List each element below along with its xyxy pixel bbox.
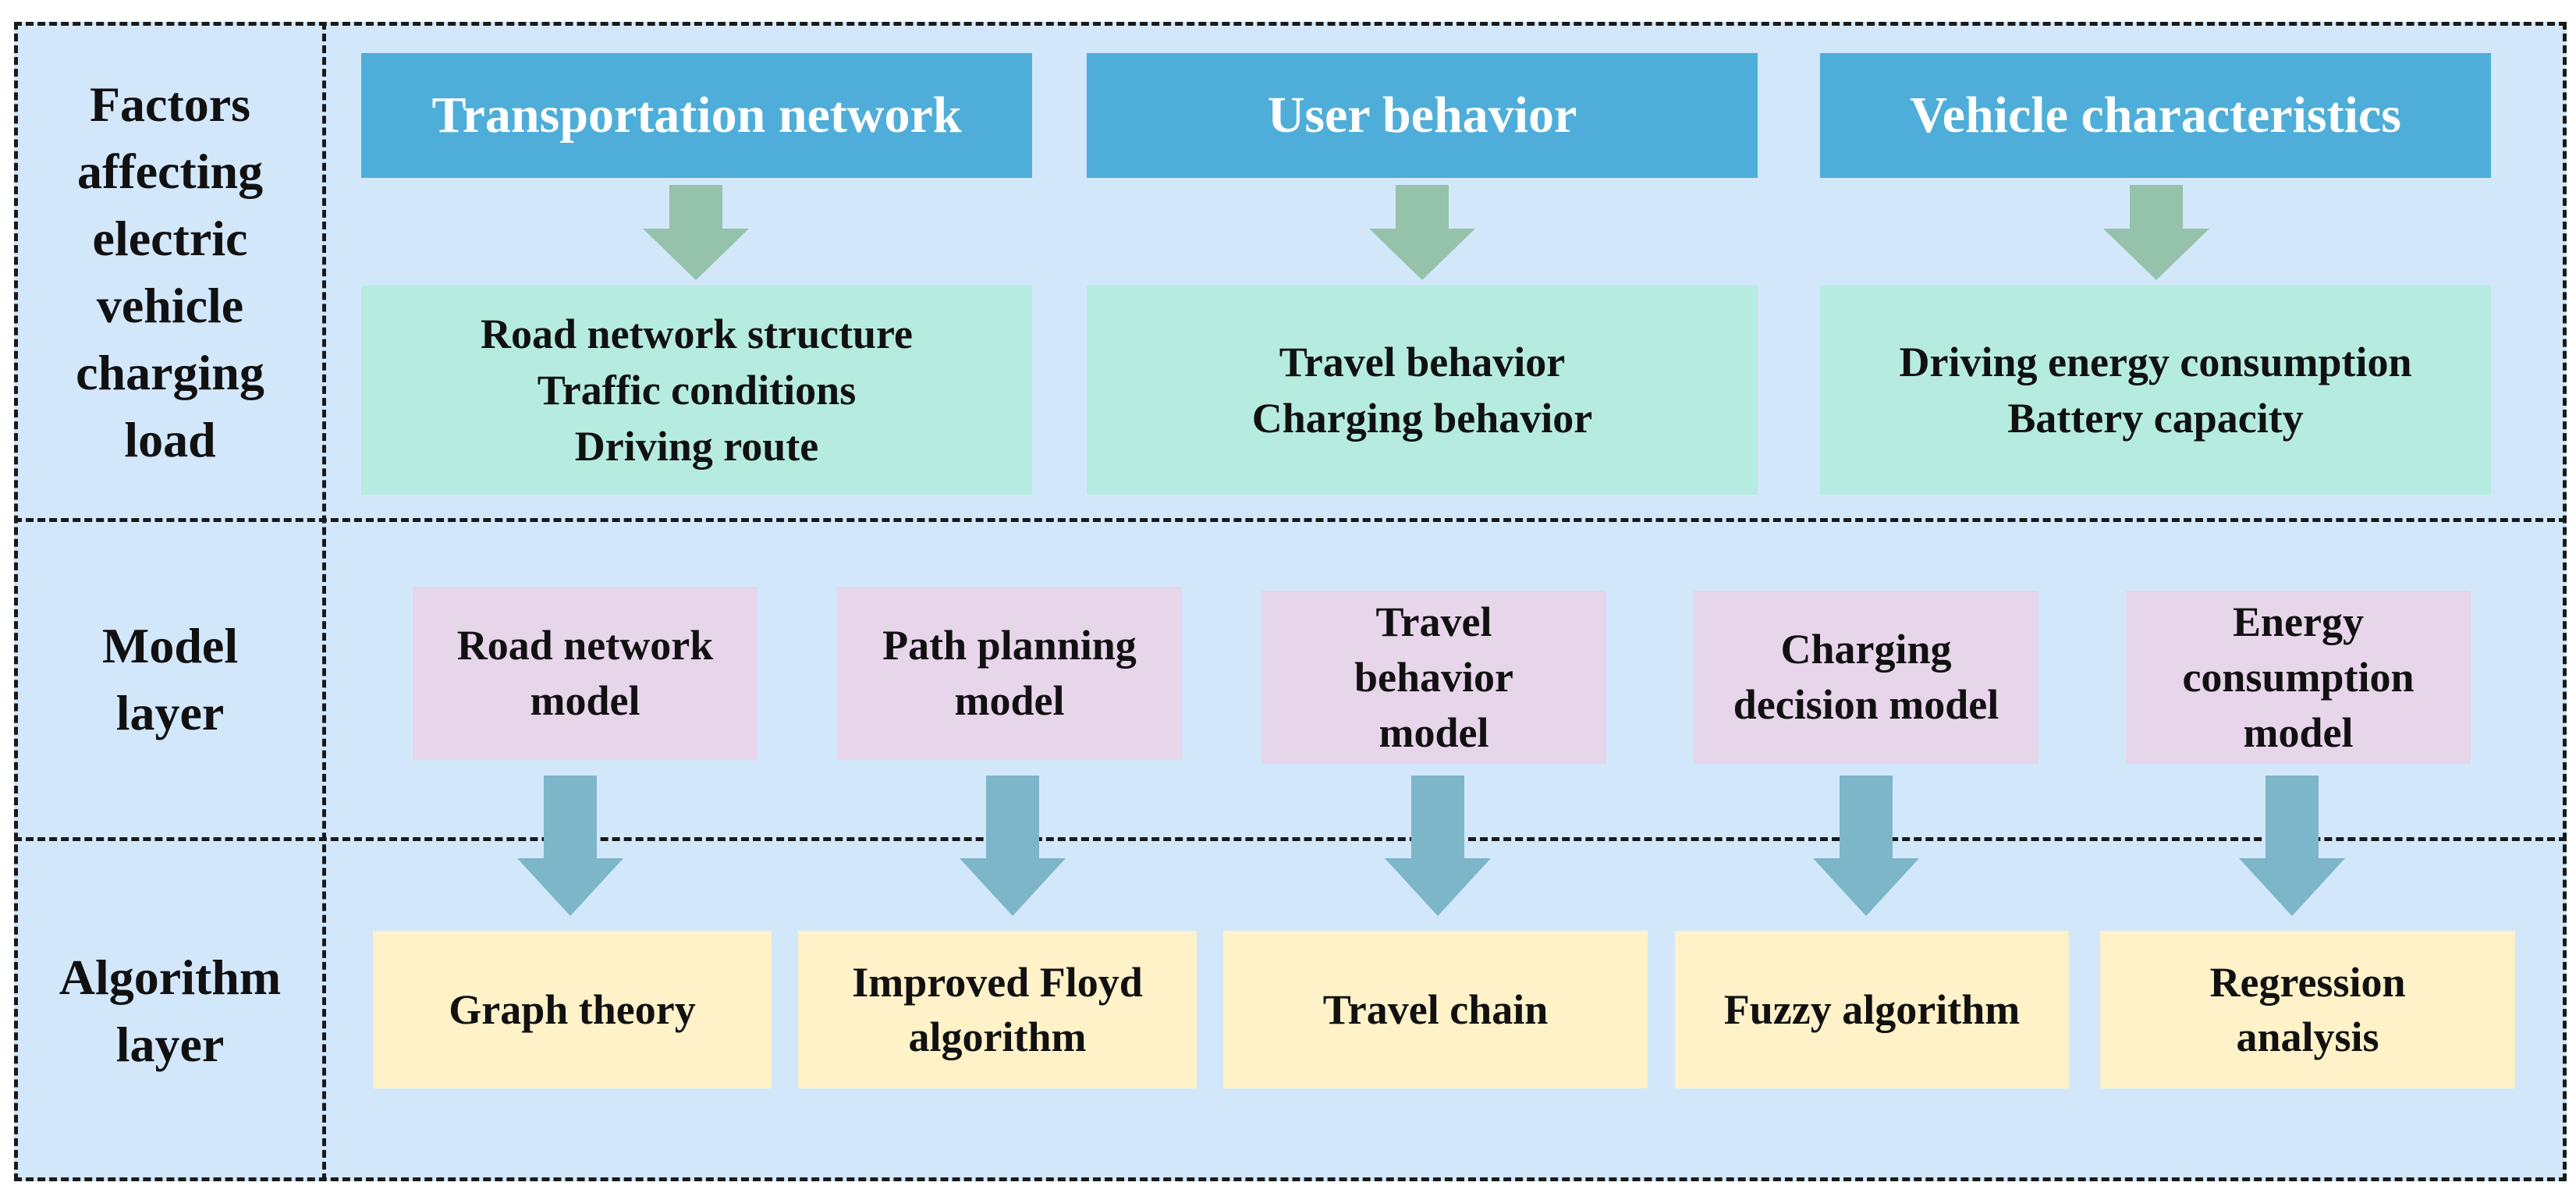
model-energy-consumption: Energy consumption model — [2126, 591, 2471, 764]
model-travel-behavior: Travel behavior model — [1261, 591, 1606, 764]
algorithm-graph-theory: Graph theory — [373, 931, 772, 1088]
down-arrow-icon — [1813, 776, 1919, 916]
down-arrow-icon — [517, 776, 623, 916]
row-label-model-layer: Model layer — [101, 618, 239, 740]
factor-items-vehicle-characteristics: Driving energy consumption Battery capac… — [1820, 286, 2491, 495]
model-path-planning: Path planning model — [837, 587, 1182, 760]
header-transportation-network: Transportation network — [361, 53, 1032, 178]
factor-items-user-behavior: Travel behavior Charging behavior — [1087, 286, 1758, 495]
row-divider-2 — [14, 837, 2567, 841]
header-vehicle-characteristics: Vehicle characteristics — [1820, 53, 2491, 178]
label-column-divider — [322, 22, 326, 1181]
down-arrow-icon — [2103, 185, 2209, 280]
factor-items-transportation-network: Road network structure Traffic condition… — [361, 286, 1032, 495]
down-arrow-icon — [1385, 776, 1491, 916]
algorithm-fuzzy: Fuzzy algorithm — [1675, 931, 2069, 1088]
down-arrow-icon — [643, 185, 749, 280]
row-label-factors: Factors affecting electric vehicle charg… — [76, 76, 264, 467]
algorithm-regression-analysis: Regression analysis — [2100, 931, 2515, 1088]
down-arrow-icon — [2239, 776, 2345, 916]
algorithm-improved-floyd: Improved Floyd algorithm — [798, 931, 1197, 1088]
algorithm-travel-chain: Travel chain — [1223, 931, 1648, 1088]
row-label-algorithm-layer: Algorithm layer — [59, 950, 282, 1072]
header-user-behavior: User behavior — [1087, 53, 1758, 178]
down-arrow-icon — [960, 776, 1066, 916]
down-arrow-icon — [1369, 185, 1475, 280]
model-charging-decision: Charging decision model — [1694, 591, 2038, 764]
row-divider-1 — [14, 518, 2567, 522]
model-road-network: Road network model — [413, 587, 758, 760]
